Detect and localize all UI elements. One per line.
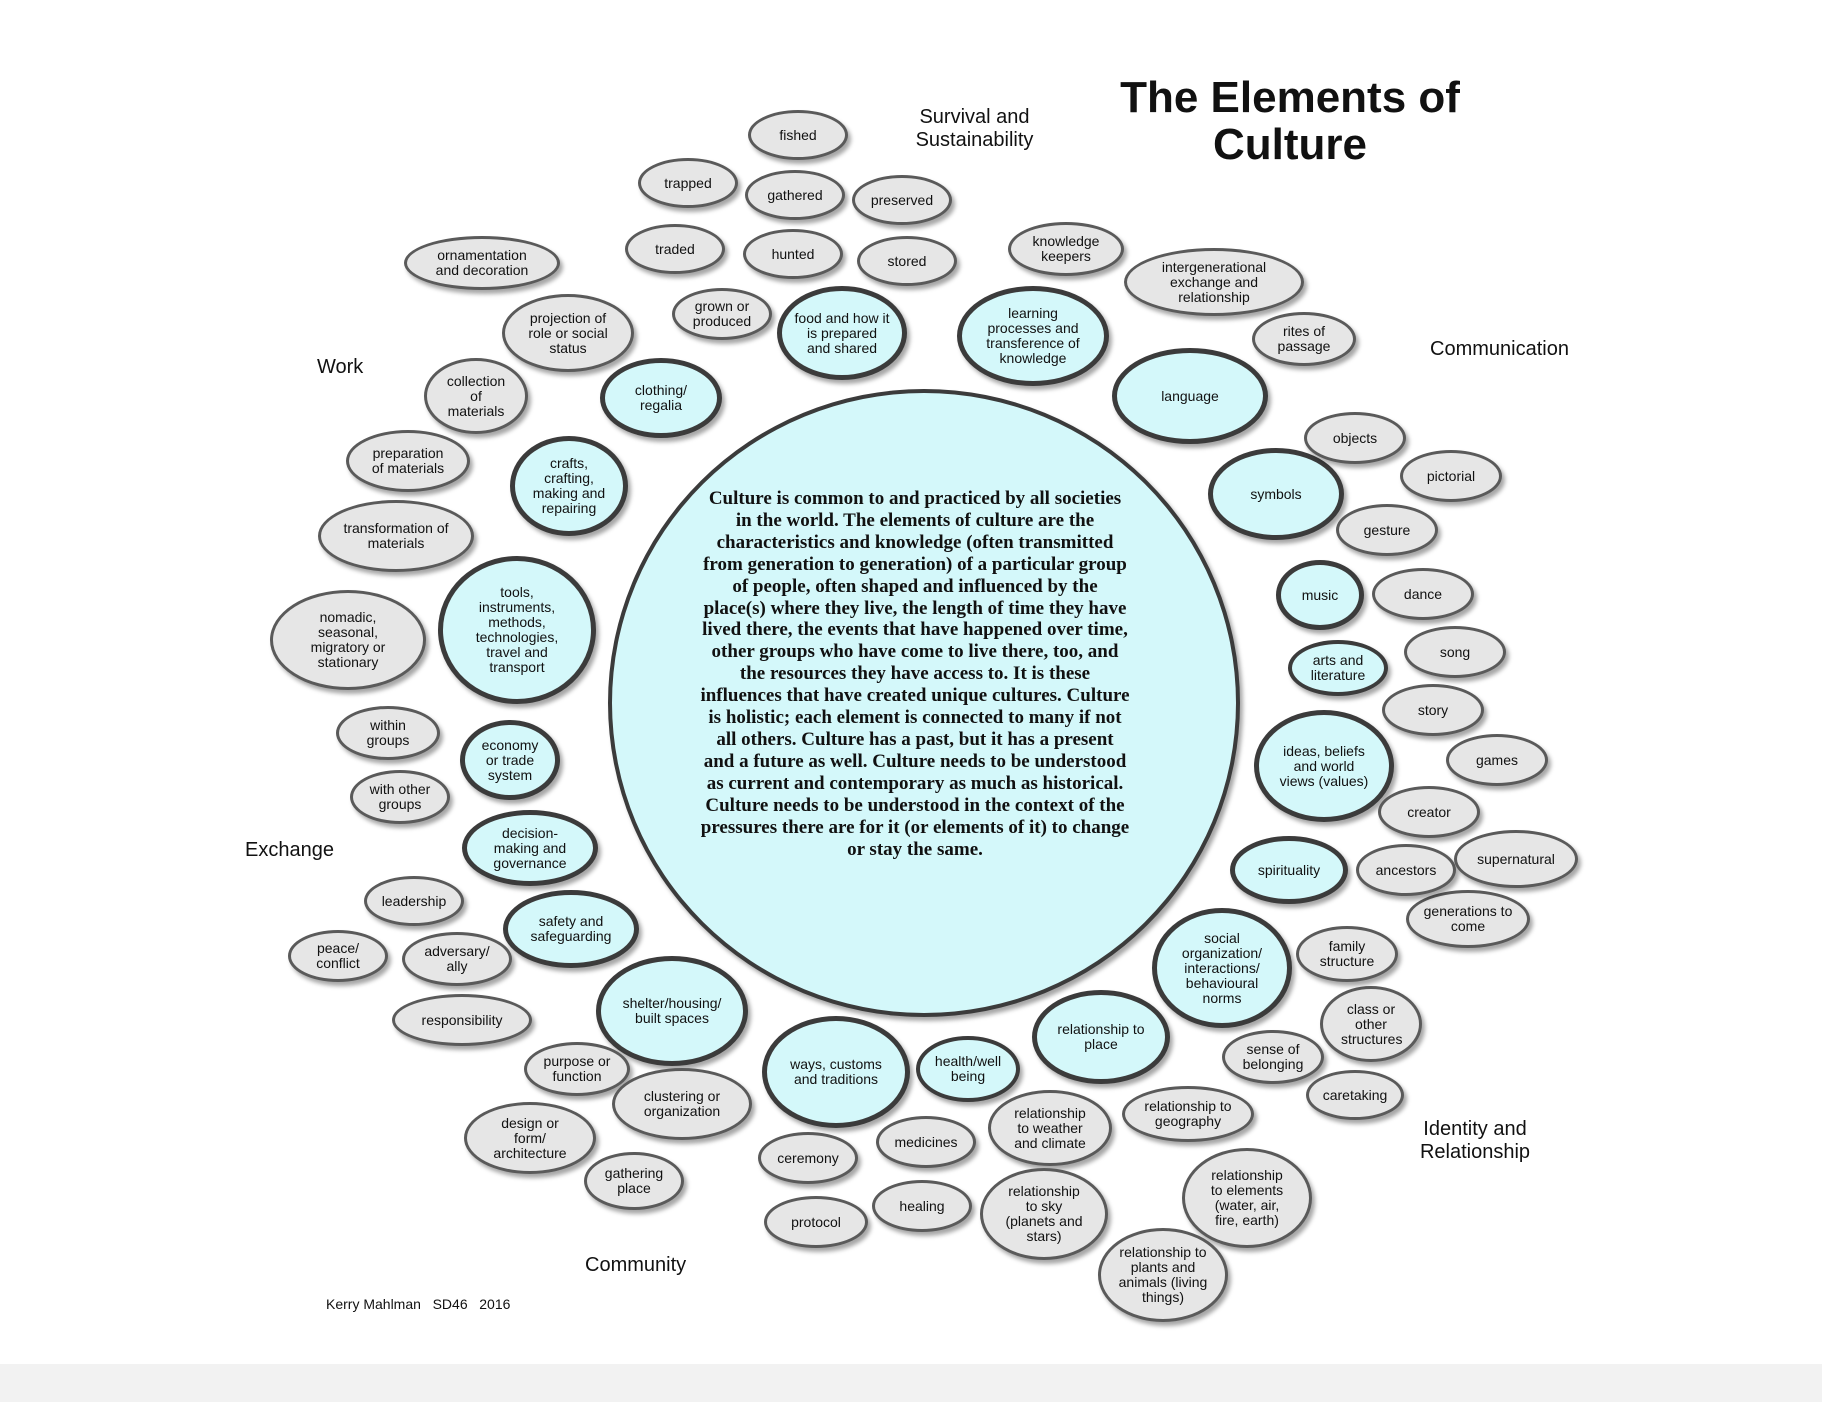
element-economy-trade: economy or trade system — [460, 720, 560, 800]
sub-relationship-sky: relationship to sky (planets and stars) — [980, 1168, 1108, 1260]
culture-center-circle — [608, 389, 1240, 1017]
category-exchange: Exchange — [245, 839, 334, 861]
sub-adversary-ally: adversary/ ally — [402, 932, 512, 986]
sub-caretaking: caretaking — [1306, 1070, 1404, 1120]
sub-grown-or-produced: grown or produced — [672, 288, 772, 340]
element-symbols: symbols — [1208, 448, 1344, 540]
element-tools-technologies: tools, instruments, methods, technologie… — [438, 556, 596, 704]
sub-knowledge-keepers: knowledge keepers — [1008, 222, 1124, 276]
element-music: music — [1276, 560, 1364, 630]
sub-leadership: leadership — [364, 876, 464, 926]
sub-trapped: trapped — [638, 158, 738, 208]
page-title: The Elements of Culture — [1120, 73, 1460, 169]
sub-projection-of-role: projection of role or social status — [502, 294, 634, 372]
sub-generations-to-come: generations to come — [1406, 890, 1530, 948]
element-arts-literature: arts and literature — [1288, 640, 1388, 696]
element-relationship-to-place: relationship to place — [1032, 990, 1170, 1084]
sub-creator: creator — [1378, 786, 1480, 838]
sub-dance: dance — [1372, 568, 1474, 620]
element-health-wellbeing: health/well being — [916, 1036, 1020, 1102]
sub-preserved: preserved — [852, 175, 952, 225]
sub-transformation-of-materials: transformation of materials — [318, 500, 474, 572]
sub-responsibility: responsibility — [392, 994, 532, 1046]
sub-traded: traded — [625, 224, 725, 274]
culture-definition-text: Culture is common to and practiced by al… — [700, 488, 1130, 860]
element-safety: safety and safeguarding — [503, 890, 639, 968]
sub-medicines: medicines — [876, 1116, 976, 1168]
sub-class-structures: class or other structures — [1320, 986, 1422, 1062]
sub-protocol: protocol — [764, 1196, 868, 1248]
sub-family-structure: family structure — [1296, 926, 1398, 982]
category-work: Work — [317, 356, 364, 378]
sub-story: story — [1382, 684, 1484, 736]
sub-clustering: clustering or organization — [612, 1068, 752, 1140]
category-survival: Survival and Sustainability — [915, 106, 1034, 151]
sub-healing: healing — [872, 1180, 972, 1232]
sub-objects: objects — [1304, 412, 1406, 464]
element-social-organization: social organization/ interactions/ behav… — [1152, 908, 1292, 1028]
category-identity: Identity and Relationship — [1419, 1118, 1531, 1163]
sub-within-groups: within groups — [336, 706, 440, 760]
element-ideas-beliefs: ideas, beliefs and world views (values) — [1254, 710, 1394, 822]
sub-song: song — [1404, 626, 1506, 678]
sub-supernatural: supernatural — [1454, 830, 1578, 888]
category-communication: Communication — [1430, 338, 1569, 360]
sub-collection-of-materials: collection of materials — [424, 358, 528, 434]
sub-rites-of-passage: rites of passage — [1252, 312, 1356, 366]
sub-design-form: design or form/ architecture — [464, 1102, 596, 1174]
sub-preparation-of-materials: preparation of materials — [346, 430, 470, 492]
sub-relationship-geography: relationship to geography — [1122, 1086, 1254, 1142]
element-ways-customs: ways, customs and traditions — [762, 1016, 910, 1128]
sub-stored: stored — [857, 236, 957, 286]
sub-with-other-groups: with other groups — [350, 770, 450, 824]
sub-gathering-place: gathering place — [584, 1152, 684, 1210]
element-learning: learning processes and transference of k… — [957, 286, 1109, 386]
element-language: language — [1112, 348, 1268, 444]
sub-gesture: gesture — [1336, 504, 1438, 556]
sub-pictorial: pictorial — [1400, 450, 1502, 502]
element-clothing-regalia: clothing/ regalia — [600, 358, 722, 438]
sub-ornamentation: ornamentation and decoration — [404, 236, 560, 290]
element-shelter-housing: shelter/housing/ built spaces — [596, 956, 748, 1066]
sub-nomadic: nomadic, seasonal, migratory or stationa… — [270, 590, 426, 690]
element-spirituality: spirituality — [1230, 836, 1348, 904]
sub-relationship-weather: relationship to weather and climate — [988, 1090, 1112, 1166]
sub-hunted: hunted — [743, 229, 843, 279]
sub-fished: fished — [748, 110, 848, 160]
sub-games: games — [1446, 734, 1548, 786]
bottom-strip — [0, 1364, 1822, 1402]
sub-relationship-elements: relationship to elements (water, air, fi… — [1182, 1148, 1312, 1248]
element-crafts: crafts, crafting, making and repairing — [510, 436, 628, 536]
author-credit: Kerry Mahlman SD46 2016 — [326, 1296, 511, 1312]
sub-purpose-or-function: purpose or function — [524, 1042, 630, 1096]
sub-intergenerational-exchange: intergenerational exchange and relations… — [1124, 248, 1304, 316]
sub-gathered: gathered — [745, 170, 845, 220]
element-food: food and how it is prepared and shared — [777, 286, 907, 380]
element-decision-making: decision-making and governance — [462, 810, 598, 886]
sub-ceremony: ceremony — [758, 1132, 858, 1184]
sub-sense-of-belonging: sense of belonging — [1222, 1030, 1324, 1084]
sub-relationship-plants-animals: relationship to plants and animals (livi… — [1098, 1228, 1228, 1322]
sub-peace-conflict: peace/ conflict — [288, 930, 388, 982]
sub-ancestors: ancestors — [1356, 844, 1456, 896]
category-community: Community — [585, 1254, 687, 1276]
